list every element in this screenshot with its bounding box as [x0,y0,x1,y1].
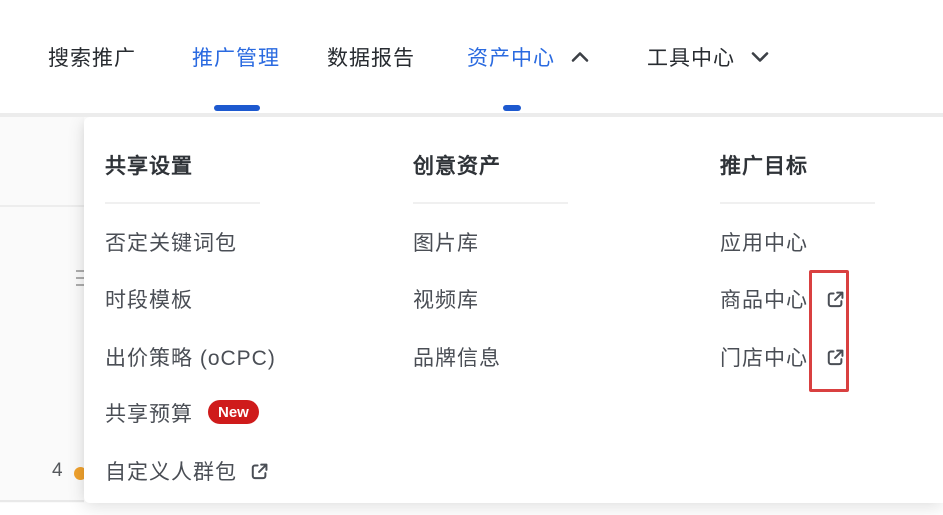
status-dot-icon [74,467,87,480]
menu-item-custom-audience-pack[interactable]: 自定义人群包 [105,458,270,484]
nav-item-label: 推广管理 [192,46,280,70]
new-badge: New [208,400,259,424]
external-link-icon [249,461,270,482]
chevron-down-icon [751,51,769,63]
asset-center-dropdown: 共享设置 否定关键词包 时段模板 出价策略 (oCPC) 共享预算 New 自定… [84,117,943,503]
menu-item-image-library[interactable]: 图片库 [413,229,479,255]
nav-item-search-promotion[interactable]: 搜索推广 [48,0,136,113]
menu-item-negative-keyword-pack[interactable]: 否定关键词包 [105,229,237,255]
top-nav: 搜索推广 推广管理 数据报告 资产中心 工具中心 [0,0,943,113]
menu-item-shared-budget[interactable]: 共享预算 New [105,400,259,426]
nav-bottom-divider [0,113,943,117]
column-title: 创意资产 [413,155,501,178]
nav-item-data-report[interactable]: 数据报告 [327,0,415,113]
nav-item-label: 搜索推广 [48,46,136,70]
menu-item-label: 商品中心 [720,289,808,312]
active-tab-underline [214,105,260,111]
menu-item-brand-info[interactable]: 品牌信息 [413,344,501,370]
external-link-icon [825,347,846,368]
menu-item-video-library[interactable]: 视频库 [413,286,479,312]
background-table-line [0,500,84,502]
background-page-content: 4 [0,117,87,503]
nav-item-label: 数据报告 [327,46,415,70]
nav-item-promotion-management[interactable]: 推广管理 [192,0,280,113]
menu-item-label: 出价策略 (oCPC) [105,347,276,370]
nav-item-label: 工具中心 [647,46,735,70]
nav-item-tool-center[interactable]: 工具中心 [647,0,769,113]
menu-item-label: 共享预算 [105,403,193,426]
nav-item-asset-center[interactable]: 资产中心 [467,0,589,113]
background-row-number: 4 [52,460,63,481]
menu-item-label: 应用中心 [720,232,808,255]
menu-item-label: 门店中心 [720,347,808,370]
column-title: 推广目标 [720,155,808,178]
column-title-divider [105,202,260,204]
menu-item-label: 品牌信息 [413,347,501,370]
external-link-icon [825,289,846,310]
menu-item-label: 视频库 [413,289,479,312]
nav-item-label: 资产中心 [467,46,555,70]
chevron-up-icon [571,51,589,63]
column-title-divider [413,202,568,204]
active-tab-underline [503,105,521,111]
column-title: 共享设置 [105,155,193,178]
menu-item-time-period-template[interactable]: 时段模板 [105,286,193,312]
menu-item-label: 图片库 [413,232,479,255]
menu-item-label: 自定义人群包 [105,461,237,484]
menu-item-store-center[interactable]: 门店中心 [720,344,846,370]
background-table-line [0,205,84,207]
menu-item-label: 时段模板 [105,289,193,312]
menu-item-product-center[interactable]: 商品中心 [720,286,846,312]
column-title-divider [720,202,875,204]
menu-item-bid-strategy-ocpc[interactable]: 出价策略 (oCPC) [105,344,276,370]
menu-item-label: 否定关键词包 [105,232,237,255]
menu-item-app-center[interactable]: 应用中心 [720,229,808,255]
background-text-fragment [76,270,85,290]
